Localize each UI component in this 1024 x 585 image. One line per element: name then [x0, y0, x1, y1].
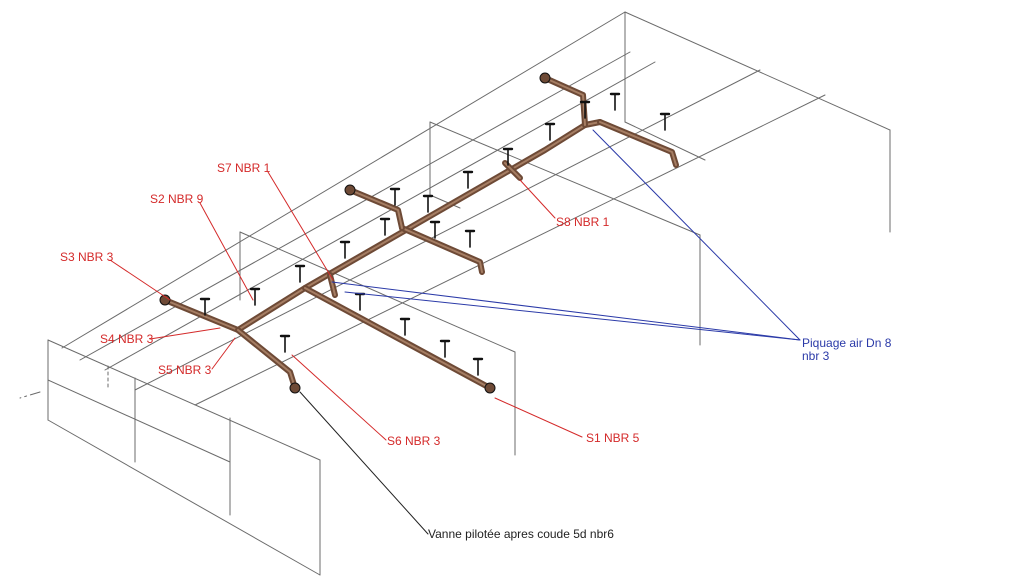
- leader-s2: [199, 202, 254, 301]
- pipe-network: [162, 75, 679, 391]
- leader-s6: [291, 354, 387, 441]
- frame-wall-bottom: [47, 419, 321, 576]
- leader-piquage-2: [344, 291, 801, 341]
- leader-s5: [211, 337, 236, 370]
- frame-centerline: [19, 391, 41, 399]
- pipe-end-branch-highlight: [599, 121, 677, 166]
- label-piquage-line2: nbr 3: [802, 349, 830, 363]
- leader-vanne: [299, 391, 429, 535]
- frame-section-base-2: [429, 194, 461, 209]
- frame-end-diagonal: [624, 121, 706, 161]
- frame-rail-mid: [104, 61, 656, 371]
- label-s5: S5 NBR 3: [158, 363, 212, 377]
- label-s8: S8 NBR 1: [556, 215, 610, 229]
- callout-leaders: [109, 129, 801, 535]
- label-s1: S1 NBR 5: [586, 431, 640, 445]
- pipe-elbow-valve: [289, 382, 301, 394]
- structure-frame: [19, 11, 891, 576]
- label-s3: S3 NBR 3: [60, 250, 114, 264]
- leader-s3: [109, 259, 171, 301]
- pipe-end-riser: [542, 75, 588, 128]
- frame-wall-mid: [47, 379, 231, 463]
- frame-rail-lower: [134, 69, 761, 391]
- frame-rail-upper: [79, 51, 631, 361]
- leader-s4: [149, 327, 221, 340]
- label-vanne: Vanne pilotée apres coude 5d nbr6: [428, 527, 614, 541]
- label-s4: S4 NBR 3: [100, 332, 154, 346]
- pipe-cap-upper: [344, 184, 356, 196]
- frame-rail-bottom: [194, 94, 826, 406]
- frame-section-top-2: [429, 121, 701, 236]
- pipe-branch-upper-highlight: [401, 227, 483, 273]
- frame-wall-top: [47, 339, 321, 461]
- pipe-cap-s1: [484, 382, 496, 394]
- label-s7: S7 NBR 1: [217, 161, 271, 175]
- leader-s7: [267, 171, 334, 281]
- leader-s1: [494, 397, 583, 438]
- label-s6: S6 NBR 3: [387, 434, 441, 448]
- pipe-main-header: [162, 119, 603, 333]
- pipe-cap-end: [539, 72, 551, 84]
- pipe-branch-s1-highlight: [304, 287, 491, 389]
- pipe-riser-mid-highlight: [329, 274, 336, 296]
- pipe-riser-upper-highlight: [349, 189, 403, 229]
- leader-s8: [519, 179, 556, 219]
- pipe-supports: [159, 72, 671, 394]
- label-s2: S2 NBR 9: [150, 192, 204, 206]
- pipe-branch-s6-highlight: [237, 329, 296, 389]
- leader-piquage-1: [331, 281, 801, 341]
- leader-piquage-3: [592, 129, 801, 341]
- label-piquage-line1: Piquage air Dn 8: [802, 336, 892, 350]
- frame-section-top-1: [239, 231, 516, 353]
- frame-top-edge: [61, 11, 626, 349]
